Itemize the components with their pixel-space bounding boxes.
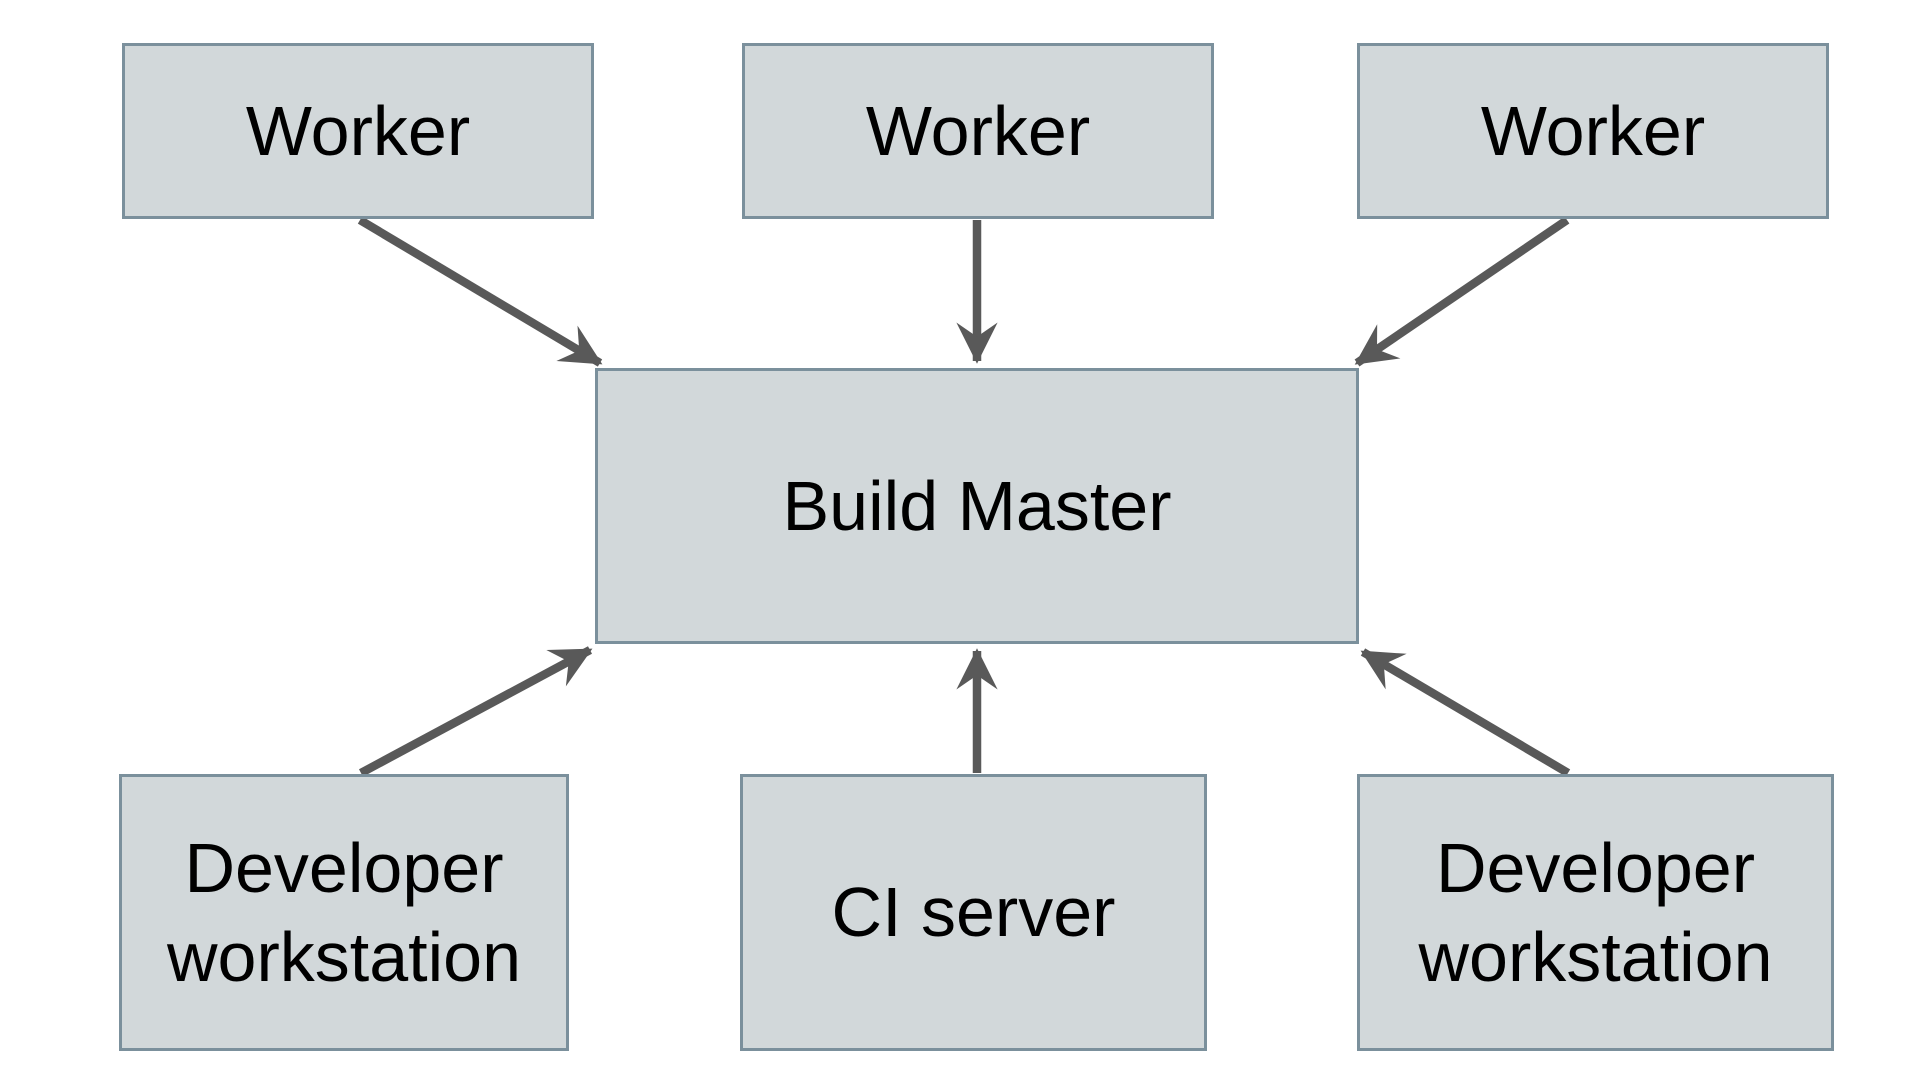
edge-developer-workstation-left-to-build-master <box>358 646 593 777</box>
node-developer-workstation-right: Developer workstation <box>1357 774 1834 1051</box>
node-label-developer-workstation-right: Developer workstation <box>1418 828 1773 996</box>
node-label-build-master: Build Master <box>782 466 1172 545</box>
node-ci-server: CI server <box>740 774 1207 1051</box>
node-label-worker-1: Worker <box>245 91 471 170</box>
node-label-worker-3: Worker <box>1480 91 1706 170</box>
node-worker-2: Worker <box>742 43 1214 219</box>
edge-worker-3-to-build-master <box>1354 216 1570 367</box>
node-developer-workstation-left: Developer workstation <box>119 774 569 1051</box>
node-label-worker-2: Worker <box>865 91 1091 170</box>
node-worker-3: Worker <box>1357 43 1829 219</box>
node-worker-1: Worker <box>122 43 594 219</box>
node-build-master: Build Master <box>595 368 1359 644</box>
node-label-ci-server: CI server <box>831 873 1116 952</box>
edge-worker-1-to-build-master <box>357 216 603 367</box>
node-label-developer-workstation-left: Developer workstation <box>166 828 522 996</box>
edge-developer-workstation-right-to-build-master <box>1360 648 1571 777</box>
